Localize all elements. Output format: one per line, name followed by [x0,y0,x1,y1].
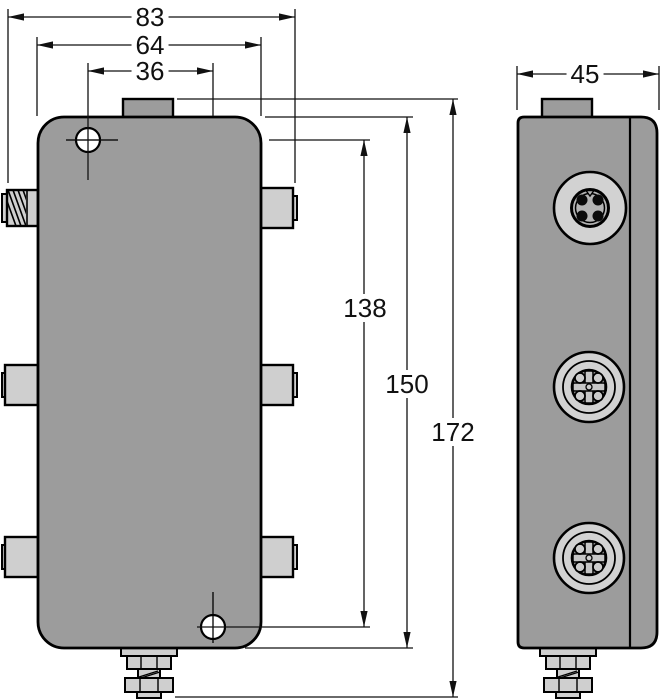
right-stub-bottom [258,535,298,579]
dim-label-housing-height: 150 [381,370,433,398]
dim-overall-height [449,99,457,697]
round-connector-top [552,170,628,246]
front-cable-gland [120,647,178,699]
left-stub-bottom [1,535,40,579]
dim-label-hole-offset-x: 36 [131,57,169,85]
dim-label-hole-spacing-y: 138 [339,294,391,322]
left-stub-middle [1,363,40,407]
front-housing [36,115,263,650]
dim-label-overall-height: 172 [427,418,479,446]
dim-label-overall-width: 83 [131,3,169,31]
round-connector-bottom [552,521,626,595]
side-cable-gland [539,647,597,699]
dimension-lines [7,9,660,698]
dim-label-housing-width: 64 [131,31,169,59]
dim-hole-spacing-y [360,140,368,627]
side-view [516,97,659,699]
dim-label-depth: 45 [566,60,604,88]
thread-hatch [8,191,26,225]
right-stub-top [258,186,298,230]
threaded-bushing [1,188,40,228]
round-connector-middle [552,350,626,424]
front-view [1,97,298,699]
right-stub-middle [258,363,298,407]
